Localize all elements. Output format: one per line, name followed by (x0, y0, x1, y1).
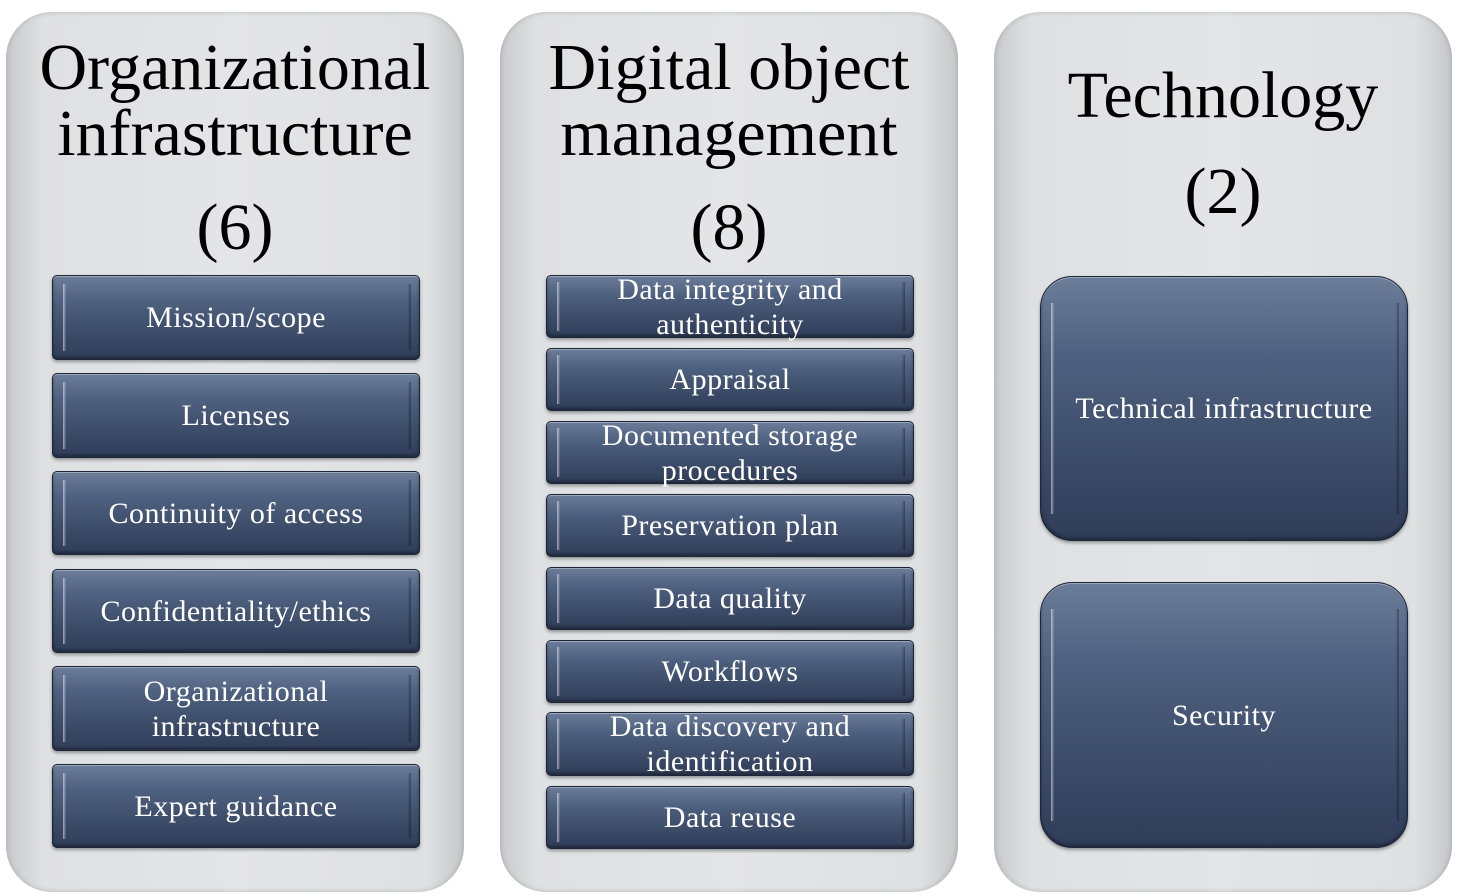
item-workflows: Workflows (546, 640, 914, 703)
item-mission-scope: Mission/scope (52, 275, 420, 360)
item-expert-guidance: Expert guidance (52, 764, 420, 848)
item-label: Confidentiality/ethics (100, 594, 372, 628)
item-label: Expert guidance (134, 789, 338, 823)
column-title-line2: infrastructure (57, 97, 413, 170)
item-label: Workflows (661, 655, 799, 688)
item-label: Continuity of access (108, 496, 364, 530)
column-organizational-infrastructure: Organizational infrastructure (6) Missio… (6, 12, 464, 892)
column-count: (2) (1184, 155, 1262, 228)
item-continuity-of-access: Continuity of access (52, 471, 420, 555)
item-data-discovery-identification: Data discovery and identification (546, 710, 914, 778)
item-label: Mission/scope (146, 301, 326, 334)
item-data-quality: Data quality (546, 567, 914, 630)
item-security: Security (1040, 582, 1408, 848)
item-preservation-plan: Preservation plan (546, 494, 914, 557)
item-data-reuse: Data reuse (546, 786, 914, 849)
item-documented-storage-procedures: Documented storage procedures (546, 419, 914, 487)
column-title-line1: Organizational (39, 31, 431, 104)
item-label: Appraisal (669, 363, 791, 396)
item-label: Technical infrastructure (1075, 392, 1373, 425)
item-label: Licenses (181, 399, 291, 432)
item-label: Data integrity and authenticity (617, 272, 843, 341)
item-confidentiality-ethics: Confidentiality/ethics (52, 569, 420, 653)
item-label: Security (1172, 698, 1276, 732)
item-label: Organizational infrastructure (143, 674, 329, 743)
column-count: (8) (690, 191, 768, 264)
item-data-integrity-authenticity: Data integrity and authenticity (546, 273, 914, 341)
column-title: Technology (1067, 59, 1379, 132)
item-label: Documented storage procedures (601, 418, 859, 487)
column-count: (6) (196, 191, 274, 264)
item-label: Data reuse (663, 801, 797, 834)
item-label: Data discovery and identification (609, 710, 851, 778)
item-organizational-infrastructure: Organizational infrastructure (52, 666, 420, 751)
item-label: Data quality (653, 582, 807, 615)
column-title-line2: management (560, 97, 898, 170)
item-label: Preservation plan (621, 509, 839, 542)
item-licenses: Licenses (52, 373, 420, 458)
column-digital-object-management: Digital object management (8) Data integ… (500, 12, 958, 892)
item-technical-infrastructure: Technical infrastructure (1040, 276, 1408, 541)
column-title-line1: Digital object (548, 31, 910, 104)
item-appraisal: Appraisal (546, 348, 914, 411)
column-technology: Technology (2) Technical infrastructure … (994, 12, 1452, 892)
